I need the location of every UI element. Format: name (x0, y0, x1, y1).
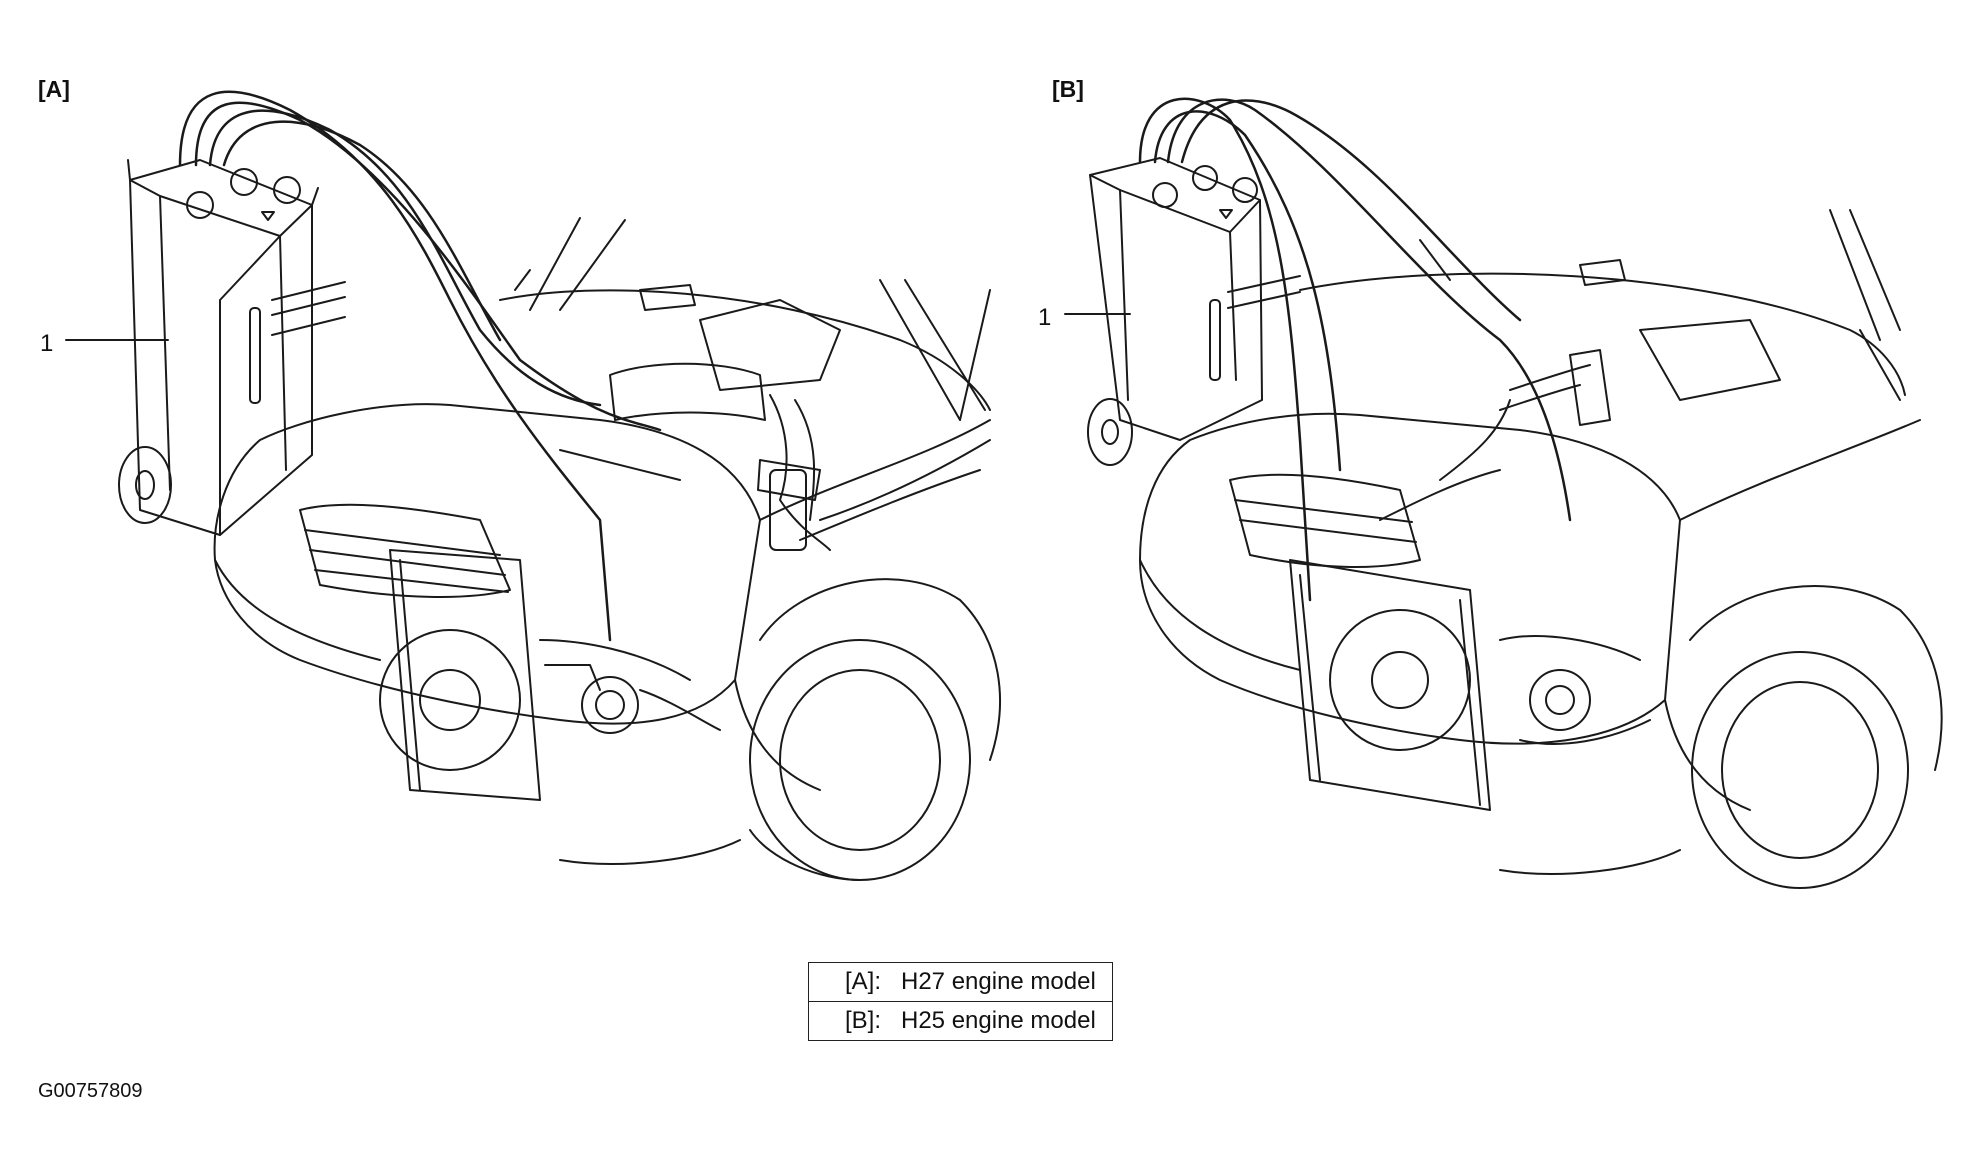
panel-b-service-station (1087, 157, 1301, 466)
figure-id: G00757809 (38, 1080, 143, 1102)
gauge-icon (186, 191, 214, 219)
fan-icon (1329, 609, 1471, 751)
grille-icon (299, 503, 511, 598)
panel-b-hood (1299, 209, 1906, 401)
panel-a-label: [A] (38, 76, 70, 102)
gauge-icon (1152, 182, 1178, 208)
model-legend: [A]: H27 engine model [B]: H25 engine mode… (808, 962, 1113, 1041)
gauge-icon (1192, 165, 1218, 191)
condenser-icon (1289, 559, 1491, 811)
grille-icon (1229, 473, 1421, 568)
compressor-icon (581, 676, 639, 734)
panel-b-label: [B] (1052, 76, 1084, 102)
panel-b-callout-number: 1 (1038, 304, 1052, 331)
panel-b-engine-bay (1379, 319, 1781, 521)
panel-b-drawing (1064, 97, 1943, 889)
legend-row: [A]: H27 engine model (808, 962, 1113, 1002)
panel-a-callout-number: 1 (40, 330, 54, 357)
condenser-icon (389, 549, 541, 801)
legend-cell: [A]: H27 engine model (808, 962, 1113, 1002)
legend-key: [A]: (845, 968, 882, 995)
panel-b-car-body (1139, 412, 1943, 889)
legend-text: H27 engine model (901, 968, 1096, 995)
fan-icon (379, 629, 521, 771)
panel-a-service-hoses (178, 90, 662, 642)
compressor-icon (1529, 669, 1591, 731)
panel-a-car-body (213, 403, 1001, 881)
legend-key: [B]: (845, 1007, 882, 1034)
wheel-icon (1087, 398, 1133, 466)
panel-a-engine-bay (559, 284, 991, 551)
gauge-icon (230, 168, 258, 196)
legend-cell: [B]: H25 engine model (808, 1001, 1113, 1041)
legend-text: H25 engine model (901, 1007, 1096, 1034)
panel-b-service-hoses (1138, 97, 1572, 602)
panel-a-hood (499, 217, 991, 421)
front-tire-icon (1691, 651, 1909, 889)
front-tire-icon (749, 639, 971, 881)
gauge-icon (273, 176, 301, 204)
legend-row: [B]: H25 engine model (808, 1001, 1113, 1041)
panel-a-service-station (118, 159, 346, 536)
wheel-icon (118, 446, 172, 524)
panel-a-drawing (65, 90, 1001, 881)
gauge-icon (1232, 177, 1258, 203)
